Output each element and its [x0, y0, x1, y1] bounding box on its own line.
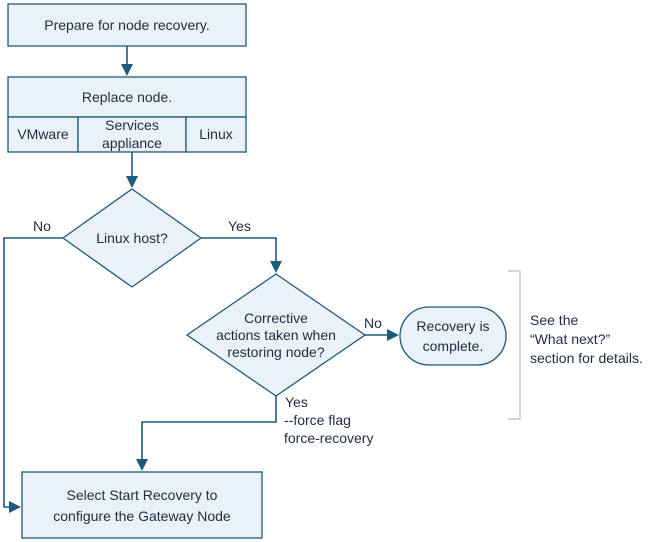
- terminal-recovery-complete: Recovery is complete.: [399, 306, 507, 366]
- option-linux: Linux: [185, 116, 247, 153]
- prepare-label: Prepare for node recovery.: [44, 17, 210, 33]
- complete-label-line1: Recovery is: [416, 318, 489, 334]
- label-no-corrective: No: [364, 315, 382, 331]
- prepare-node: Prepare for node recovery.: [7, 3, 247, 47]
- corrective-label-line1: Corrective: [244, 310, 308, 326]
- edge-corrective-yes: [136, 396, 277, 471]
- replace-node: Replace node.: [7, 76, 247, 118]
- note-what-next: See the “What next?” section for details…: [530, 312, 643, 366]
- start-label-line1: Select Start Recovery to: [67, 487, 218, 503]
- label-no-left: No: [33, 218, 51, 234]
- decision-linux-host: Linux host?: [61, 188, 203, 288]
- services-label-line2: appliance: [102, 135, 162, 151]
- note-line3: section for details.: [530, 350, 643, 366]
- note-line2: “What next?”: [530, 331, 610, 347]
- corrective-label-line3: restoring node?: [227, 344, 325, 360]
- option-services-appliance: Services appliance: [77, 116, 187, 153]
- corrective-label-line2: actions taken when: [216, 327, 336, 343]
- option-vmware: VMware: [7, 116, 79, 153]
- label-yes-right: Yes: [228, 218, 251, 234]
- replace-label: Replace node.: [82, 89, 172, 105]
- note-bracket: [508, 270, 521, 420]
- start-recovery-node: Select Start Recovery to configure the G…: [21, 471, 263, 539]
- linux-label: Linux: [199, 126, 232, 142]
- label-yes-corrective: Yes: [285, 394, 308, 410]
- edge-prepare-replace: [121, 46, 133, 76]
- edge-linuxhost-yes: [201, 237, 282, 273]
- services-label-line1: Services: [105, 117, 159, 133]
- note-line1: See the: [530, 312, 578, 328]
- decision-corrective-actions: Corrective actions taken when restoring …: [185, 273, 367, 397]
- complete-label-line2: complete.: [423, 338, 484, 354]
- start-label-line2: configure the Gateway Node: [53, 508, 231, 524]
- edge-corrective-no: [365, 329, 399, 341]
- edge-linuxhost-no: [3, 237, 63, 513]
- label-force-flag: --force flag: [284, 412, 351, 428]
- vmware-label: VMware: [17, 126, 69, 142]
- linux-host-label: Linux host?: [96, 230, 168, 246]
- edge-replace-linuxhost: [126, 152, 138, 188]
- label-force-recovery: force-recovery: [284, 430, 373, 446]
